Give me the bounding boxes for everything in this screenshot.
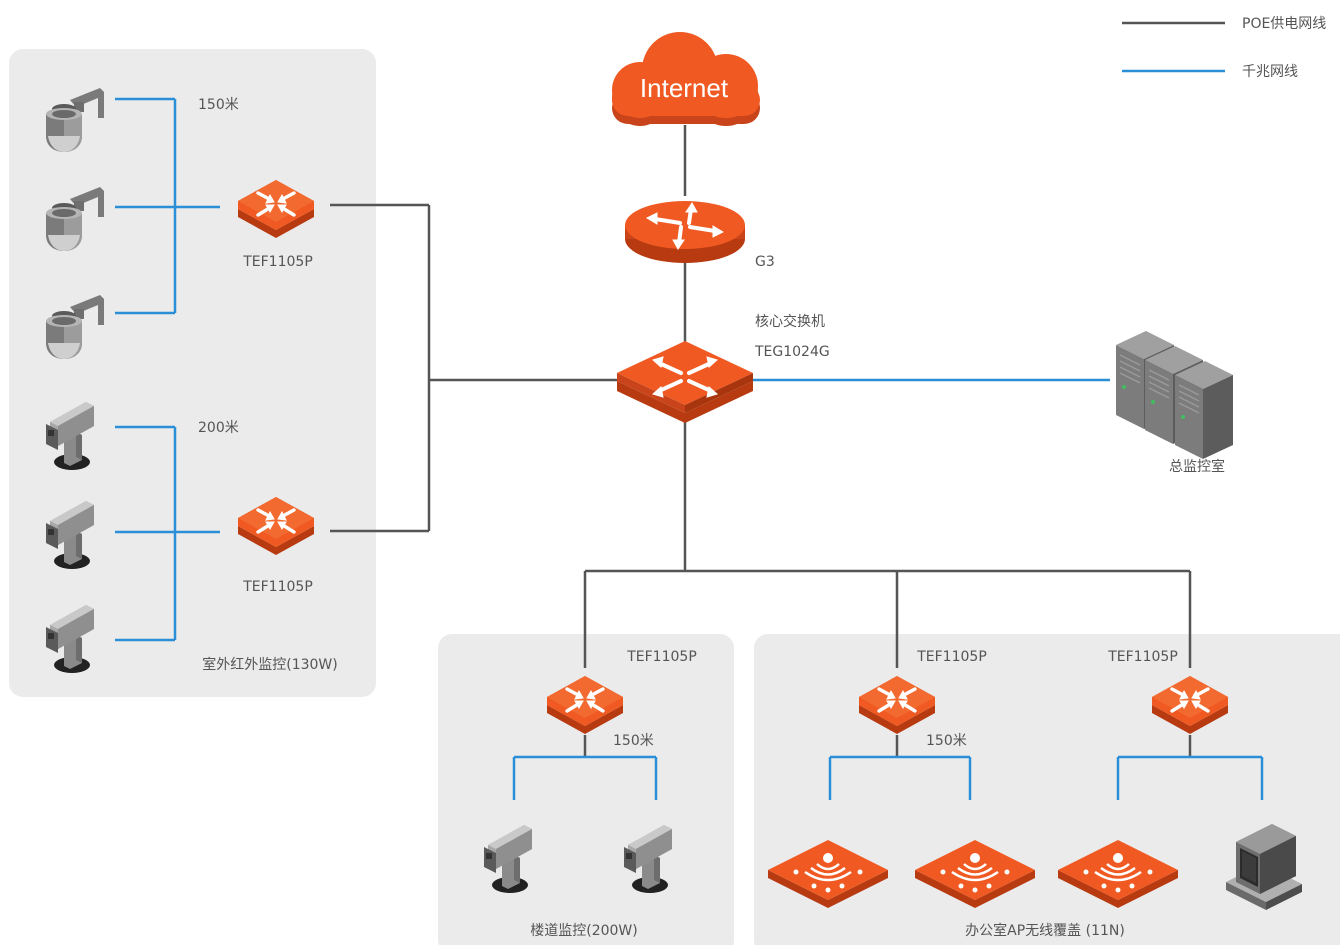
- core-switch: [615, 339, 755, 425]
- core-switch-label-1: 核心交换机: [755, 313, 825, 330]
- core-switch-label-2: TEG1024G: [754, 344, 830, 360]
- legend-poe-label: POE供电网线: [1242, 16, 1326, 32]
- server-rack-icon: [1115, 330, 1234, 460]
- internet-cloud: Internet: [612, 32, 760, 126]
- gigabit-lines: [115, 97, 1264, 800]
- monitor-room-label: 总监控室: [1169, 458, 1225, 475]
- building-zone-label: 楼道监控(200W): [530, 923, 638, 939]
- switch-label-building: TEF1105P: [626, 649, 697, 665]
- router: [625, 201, 745, 263]
- router-icon: [645, 202, 725, 250]
- trunk-lines: [330, 125, 1192, 757]
- distance-label-office: 150米: [926, 733, 967, 749]
- switch-label-office-2: TEF1105P: [1107, 649, 1178, 665]
- desktop-computer-icon: [1226, 824, 1302, 910]
- legend: POE供电网线 千兆网线: [1122, 16, 1326, 80]
- office-zone-label: 办公室AP无线覆盖 (11N): [965, 922, 1125, 939]
- distance-label-building: 150米: [613, 733, 654, 749]
- legend-gigabit-label: 千兆网线: [1242, 64, 1298, 80]
- internet-label: Internet: [640, 73, 729, 103]
- switch-label-outdoor-2: TEF1105P: [242, 579, 313, 595]
- switch-label-office-1: TEF1105P: [916, 649, 987, 665]
- switch-label-outdoor-1: TEF1105P: [242, 254, 313, 270]
- router-label: G3: [755, 254, 775, 270]
- distance-label-outdoor-2: 200米: [198, 420, 239, 436]
- outdoor-zone-label: 室外红外监控(130W): [202, 656, 338, 673]
- distance-label-outdoor-1: 150米: [198, 97, 239, 113]
